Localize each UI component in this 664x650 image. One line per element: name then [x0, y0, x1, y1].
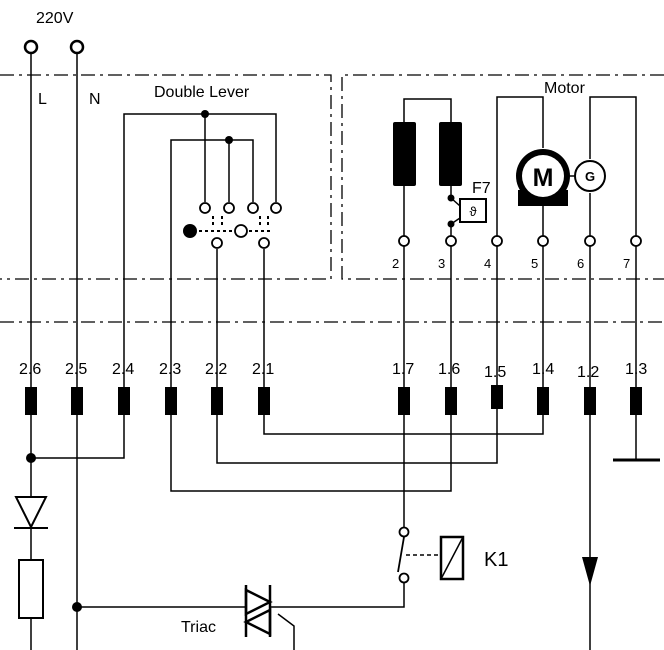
motor-pin-label: 2: [392, 256, 399, 271]
junction-dot: [72, 602, 82, 612]
neutral-label: N: [89, 91, 101, 108]
terminal-label: 1.2: [577, 364, 599, 381]
thermal-fuse-label: F7: [472, 180, 491, 197]
winding-2-icon: [439, 122, 462, 186]
terminal-label: 1.6: [438, 361, 460, 378]
lower-wiring: [30, 409, 637, 650]
thermal-fuse-icon: [459, 198, 487, 223]
double-lever-switch: Double Lever: [123, 84, 277, 387]
terminal-label: 2.3: [159, 361, 181, 378]
triac-icon: [243, 585, 273, 637]
lever-knob-icon: [183, 224, 197, 238]
terminal-label: 2.2: [205, 361, 227, 378]
terminal-label: 1.5: [484, 364, 506, 381]
thermal-symbol: ϑ: [469, 204, 477, 219]
relay-label: K1: [484, 549, 508, 571]
motor-title: Motor: [544, 80, 586, 97]
dashed-boundaries: [0, 74, 664, 323]
diode-icon: [14, 496, 48, 530]
line-terminal-icon: [23, 39, 39, 55]
terminal-label: 2.1: [252, 361, 274, 378]
line-label: L: [38, 91, 47, 108]
terminal-label: 1.3: [625, 361, 647, 378]
motor-pin-label: 6: [577, 256, 584, 271]
motor-symbol: M: [533, 164, 554, 192]
generator-icon: [574, 160, 606, 192]
supply-section: 220V L N: [23, 10, 101, 387]
relay-contact: [397, 526, 440, 584]
neutral-terminal-icon: [69, 39, 85, 55]
resistor-icon: [18, 559, 44, 619]
terminal-label: 1.4: [532, 361, 554, 378]
terminal-blocks: [25, 385, 642, 415]
terminal-strip: 2.6 2.5 2.4 2.3 2.2 2.1 1.7 1.6 1.5 1.4 …: [19, 361, 647, 415]
double-lever-contacts: [183, 110, 282, 249]
terminal-label: 2.5: [65, 361, 87, 378]
terminal-label: 2.6: [19, 361, 41, 378]
terminal-label: 2.4: [112, 361, 134, 378]
motor-pin-label: 5: [531, 256, 538, 271]
generator-symbol: G: [585, 169, 595, 184]
double-lever-title: Double Lever: [154, 84, 250, 101]
voltage-label: 220V: [36, 10, 74, 27]
motor-section: Motor ϑ F7 M G: [392, 80, 642, 387]
terminal-label: 1.7: [392, 361, 414, 378]
motor-pin-label: 3: [438, 256, 445, 271]
motor-pin-label: 4: [484, 256, 491, 271]
junction-dot: [26, 453, 36, 463]
winding-1-icon: [393, 122, 416, 186]
motor-pin-label: 7: [623, 256, 630, 271]
triac-label: Triac: [181, 619, 216, 636]
arrow-down-icon: [582, 557, 598, 586]
motor-pin-circles: [398, 235, 642, 247]
